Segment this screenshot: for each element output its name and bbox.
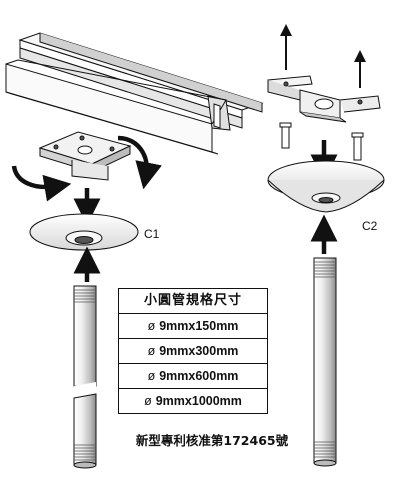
- rotate-arrow-right-icon: [117, 135, 162, 190]
- c2-cover-disc: [267, 160, 385, 213]
- spec-table-title: 小圓管規格尺寸: [119, 289, 267, 314]
- spec-row-value: 9mmx150mm: [159, 319, 239, 333]
- diameter-symbol: ø: [144, 394, 152, 408]
- diameter-symbol: ø: [147, 344, 156, 358]
- spec-row-value: 9mmx300mm: [159, 344, 239, 358]
- c2-threaded-rod: [313, 257, 337, 467]
- spec-row-value: 9mmx1000mm: [155, 394, 242, 408]
- c1-threaded-rod: [73, 285, 97, 469]
- patent-note: 新型專利核准第172465號: [135, 433, 289, 448]
- c1-label: C1: [144, 227, 160, 241]
- spec-row-value: 9mmx600mm: [159, 369, 239, 383]
- diameter-symbol: ø: [147, 319, 156, 333]
- rotate-arrow-left-icon: [11, 165, 72, 202]
- c2-label: C2: [362, 219, 378, 233]
- ceiling-rail: [5, 32, 264, 155]
- c1-cover-disc: [29, 213, 139, 251]
- diameter-symbol: ø: [147, 369, 156, 383]
- c2-screw-pins: [279, 122, 364, 161]
- c2-hanger-bracket: [267, 75, 381, 123]
- c1-clip-bracket: [38, 131, 132, 181]
